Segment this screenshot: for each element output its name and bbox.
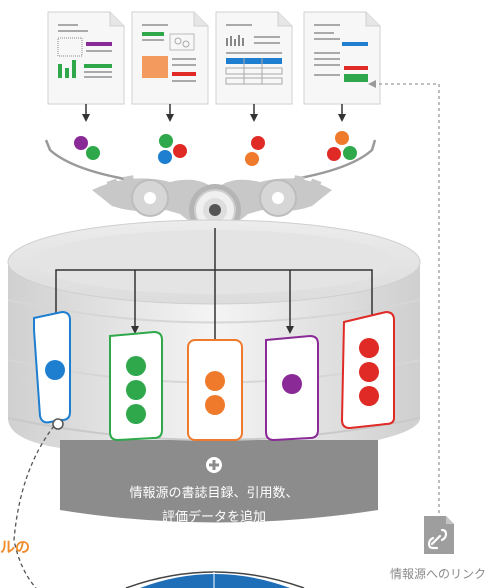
card-dot-purple: [282, 374, 302, 394]
dot-cluster-1: [74, 136, 100, 160]
dot-purple: [74, 136, 88, 150]
card-dot-orange: [205, 371, 225, 391]
document-1: [47, 11, 125, 105]
dot-blue: [158, 150, 172, 164]
card-dot-red: [359, 362, 379, 382]
card-dot-red: [359, 386, 379, 406]
dot-red: [173, 144, 187, 158]
link-dashed-path: [368, 80, 440, 513]
link-icon: [424, 516, 454, 554]
dot-cluster-3: [245, 136, 265, 166]
card-orange: [187, 339, 243, 441]
link-label: 情報源へのリンク: [390, 567, 486, 581]
doc-arrows: [82, 104, 346, 122]
card-dot-green: [126, 380, 146, 400]
add-caption-line2: 評価データを追加: [162, 509, 266, 525]
card-red: [340, 310, 395, 430]
add-caption-line1: 情報源の書誌目録、引用数、: [129, 485, 298, 501]
document-2: [131, 11, 209, 105]
plus-icon: [206, 457, 222, 473]
partial-orange-label: ルの: [0, 538, 30, 556]
dot-orange: [335, 131, 349, 145]
dot-green: [343, 146, 357, 160]
document-3: [215, 11, 293, 105]
card-dot-green: [126, 404, 146, 424]
dot-red: [251, 136, 265, 150]
bottom-circle-partial: [125, 571, 305, 588]
dot-orange: [245, 152, 259, 166]
card-dot-orange: [205, 395, 225, 415]
document-4: [303, 11, 381, 105]
card-purple: [265, 334, 319, 442]
card-dot-green: [126, 356, 146, 376]
card-blue: [33, 310, 71, 430]
link-anchor: [52, 418, 64, 430]
card-green: [109, 330, 163, 442]
dot-cluster-4: [327, 131, 357, 161]
card-dot-blue: [45, 360, 65, 380]
dot-cluster-2: [158, 134, 187, 164]
anchor-dashed-curve: [13, 425, 55, 588]
dot-red: [327, 147, 341, 161]
database-cylinder: [7, 219, 421, 523]
dot-green: [159, 134, 173, 148]
card-dot-red: [359, 338, 379, 358]
funnel-gears: [44, 139, 377, 236]
card-connectors: [55, 228, 376, 349]
dot-green: [86, 146, 100, 160]
